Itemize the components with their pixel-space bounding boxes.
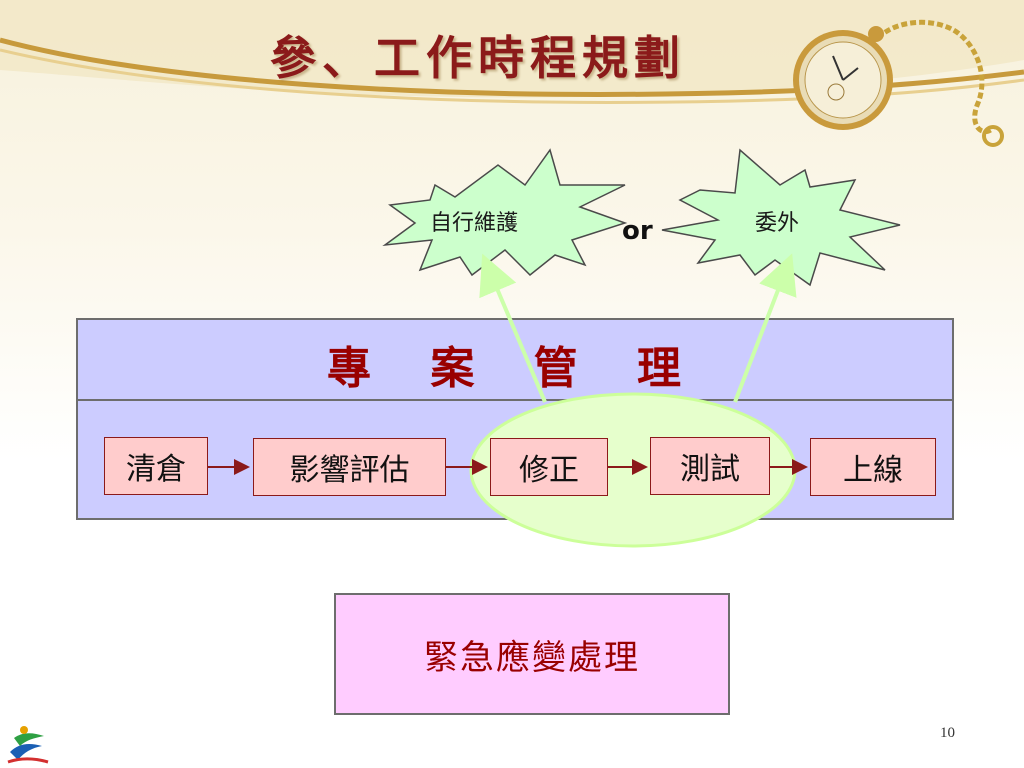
emergency-response-box: 緊急應變處理 <box>334 593 730 715</box>
step-cleanup: 清倉 <box>104 437 208 495</box>
self-maintain-burst <box>382 148 628 277</box>
or-connector: or <box>622 216 653 246</box>
arrow-to-self-maintain <box>479 253 547 403</box>
page-number: 10 <box>940 725 955 741</box>
step-test: 測試 <box>650 437 770 495</box>
option-bursts <box>382 148 901 287</box>
step-fix: 修正 <box>490 438 608 496</box>
slide-title: 參、工作時程規劃 <box>270 31 686 85</box>
outsource-burst <box>661 148 901 287</box>
pm-divider <box>76 399 954 401</box>
step-impact-assessment: 影響評估 <box>253 438 446 496</box>
self-maintain-label: 自行維護 <box>430 211 519 236</box>
step-go-live: 上線 <box>810 438 936 496</box>
logo-icon <box>7 726 49 764</box>
outsource-label: 委外 <box>755 211 800 236</box>
pocket-watch-icon <box>793 19 1004 147</box>
project-management-title: 專 案 管 理 <box>327 343 703 394</box>
header-swoosh <box>0 0 1024 104</box>
